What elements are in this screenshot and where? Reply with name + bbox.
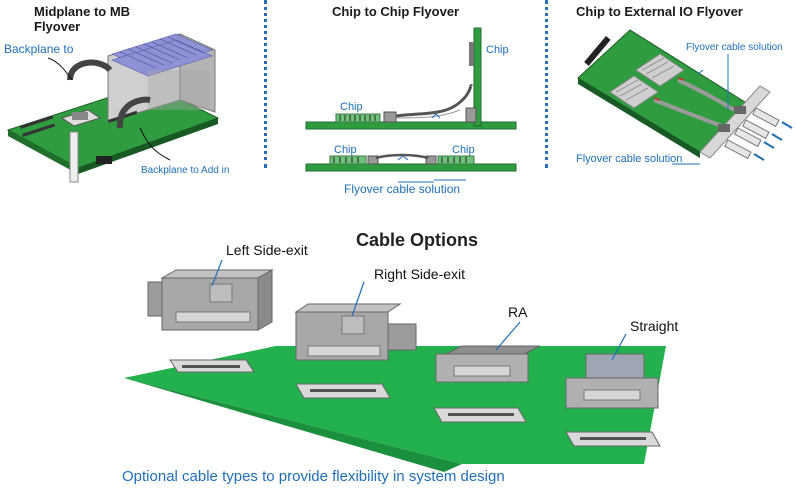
flyover-solution-label: Flyover cable solution: [344, 182, 461, 196]
left-side-exit-connector: [147, 269, 274, 331]
chip-label-top: Chip: [486, 44, 509, 56]
external-io-illustration: [577, 29, 793, 165]
flyover-solution-label-bottom: Flyover cable solution: [576, 153, 683, 165]
straight-connector: [565, 353, 659, 409]
external-io-title: Chip to External IO Flyover: [576, 4, 743, 19]
chip-label-left: Chip: [340, 101, 363, 113]
midplane-panel: Midplane to MB Flyover Backplane to Back…: [0, 0, 262, 190]
chip-label-bottom-left: Chip: [334, 144, 357, 156]
cable-options-section: Cable Options Left Side-exit Right Side-…: [0, 200, 796, 488]
chip-label-bottom-right: Chip: [452, 144, 475, 156]
ra-label: RA: [508, 304, 528, 320]
chip-to-chip-illustration: [305, 27, 517, 183]
flyover-solution-label-top: Flyover cable solution: [686, 42, 783, 53]
midplane-illustration: [6, 33, 220, 183]
straight-label: Straight: [630, 318, 679, 334]
panel-divider-right: [545, 0, 548, 168]
left-side-exit-label: Left Side-exit: [226, 242, 308, 258]
chip-to-chip-title: Chip to Chip Flyover: [332, 4, 460, 19]
ra-connector: [435, 345, 541, 383]
cable-options-caption: Optional cable types to provide flexibil…: [122, 468, 505, 485]
right-side-exit-connector: [294, 303, 417, 361]
cable-options-heading: Cable Options: [356, 230, 479, 250]
right-side-exit-label: Right Side-exit: [374, 266, 466, 282]
external-io-panel: Chip to External IO Flyover Flyover cabl…: [550, 0, 796, 190]
midplane-title-line1: Midplane to MB: [34, 4, 131, 19]
cable-options-illustration: [124, 259, 666, 472]
chip-to-chip-panel: Chip to Chip Flyover Chip Chip Chip Chip…: [270, 0, 542, 200]
backplane-label: Backplane to: [4, 42, 74, 56]
midplane-title-line2: Flyover: [34, 19, 81, 34]
panel-divider-left: [264, 0, 267, 168]
backplane-addin-label: Backplane to Add in: [141, 165, 230, 176]
